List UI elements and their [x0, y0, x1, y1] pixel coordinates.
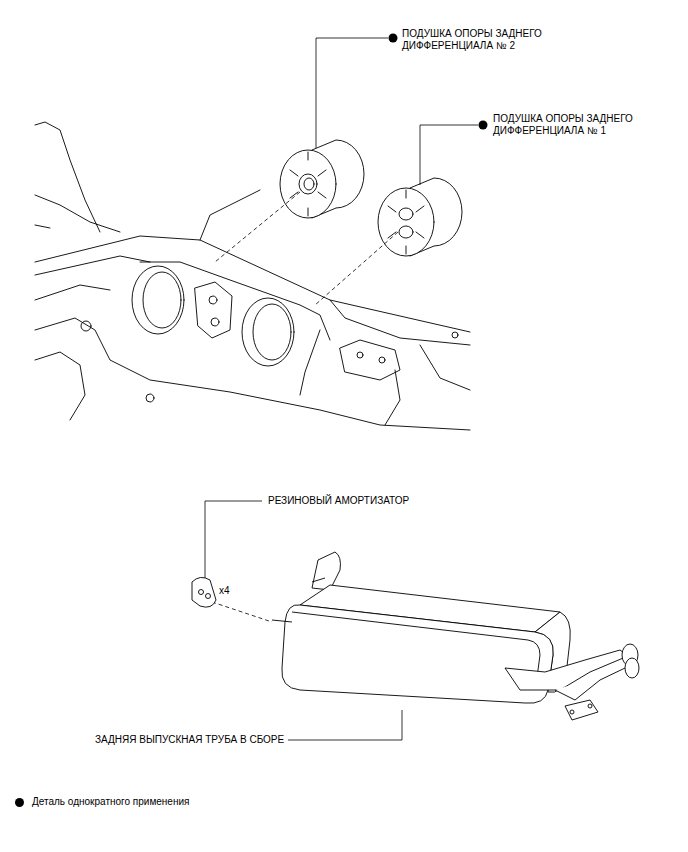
part-name: ПОДУШКА ОПОРЫ ЗАДНЕГО ДИФФЕРЕНЦИАЛА № 2 [402, 28, 592, 52]
legend-swatch [15, 798, 24, 807]
part-name: РЕЗИНОВЫЙ АМОРТИЗАТОР [268, 495, 409, 507]
legend-entry: Деталь однократного применения [15, 796, 189, 808]
part-name: ПОДУШКА ОПОРЫ ЗАДНЕГО ДИФФЕРЕНЦИАЛА № 1 [493, 113, 678, 137]
part-name: ЗАДНЯЯ ВЫПУСКНАЯ ТРУБА В СБОРЕ [95, 734, 284, 746]
legend-text: Деталь однократного применения [32, 796, 189, 808]
quantity-label: x4 [219, 585, 230, 597]
